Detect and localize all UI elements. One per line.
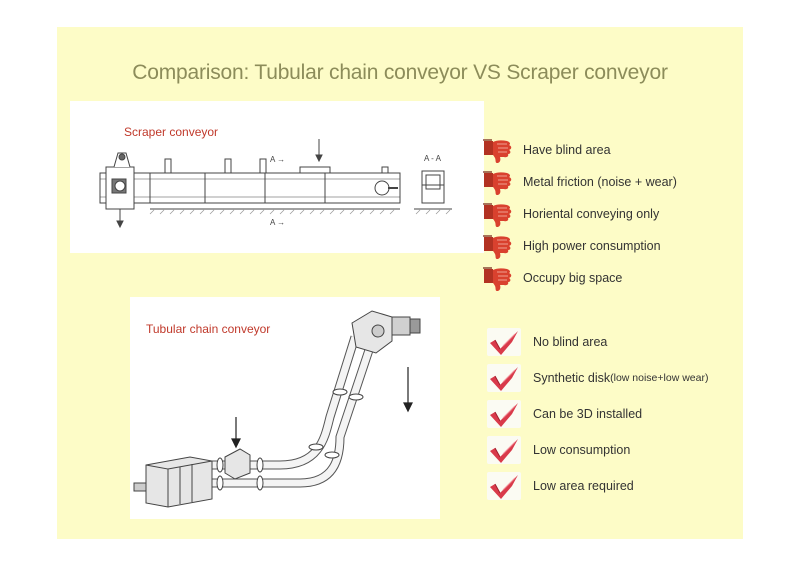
tubular-advantages-list: No blind area Synthetic disk (low noise+… <box>487 324 708 504</box>
list-item-note: (low noise+low wear) <box>610 372 709 384</box>
tubular-conveyor-panel: Tubular chain conveyor <box>130 297 440 519</box>
thumbs-down-icon <box>480 200 514 228</box>
list-item-text: High power consumption <box>523 239 661 253</box>
section-mark-top: A → <box>270 155 285 164</box>
list-item: Low consumption <box>487 432 708 468</box>
list-item: Metal friction (noise + wear) <box>480 166 677 198</box>
scraper-conveyor-label: Scraper conveyor <box>124 125 219 139</box>
list-item-text: Occupy big space <box>523 271 623 285</box>
list-item-text: Horiental conveying only <box>523 207 660 221</box>
check-mark-icon <box>487 400 521 428</box>
ground-hatch <box>149 209 451 215</box>
check-mark-icon <box>487 472 521 500</box>
list-item-text: Synthetic disk <box>533 371 611 385</box>
thumbs-down-icon <box>480 136 514 164</box>
thumbs-down-icon <box>480 264 514 292</box>
tubular-conveyor-label: Tubular chain conveyor <box>146 322 271 336</box>
tubular-conveyor-drawing <box>133 310 421 508</box>
list-item-text: Can be 3D installed <box>533 407 643 421</box>
slide-title: Comparison: Tubular chain conveyor VS Sc… <box>132 61 668 84</box>
section-mark-bottom: A → <box>270 218 285 227</box>
list-item: Occupy big space <box>480 262 677 294</box>
slide: Comparison: Tubular chain conveyor VS Sc… <box>57 27 743 539</box>
check-mark-icon <box>487 364 521 392</box>
check-mark-icon <box>487 328 521 356</box>
thumbs-down-icon <box>480 232 514 260</box>
list-item-text: Metal friction (noise + wear) <box>523 175 677 189</box>
thumbs-down-icon <box>480 168 514 196</box>
list-item-text: No blind area <box>533 335 608 349</box>
list-item-text: Low consumption <box>533 443 631 457</box>
list-item: Have blind area <box>480 134 677 166</box>
scraper-conveyor-panel: A → A → A - A Scraper conveyor <box>70 101 484 253</box>
list-item-text: Low area required <box>533 479 634 493</box>
section-view-label: A - A <box>424 154 442 163</box>
check-mark-icon <box>487 436 521 464</box>
list-item: No blind area <box>487 324 708 360</box>
list-item: Synthetic disk (low noise+low wear) <box>487 360 708 396</box>
list-item: High power consumption <box>480 230 677 262</box>
list-item: Horiental conveying only <box>480 198 677 230</box>
flow-arrows <box>231 367 413 449</box>
list-item-text: Have blind area <box>523 143 611 157</box>
scraper-conveyor-drawing: A → A → A - A <box>99 139 452 229</box>
scraper-disadvantages-list: Have blind area Metal friction (noise + … <box>480 134 677 294</box>
list-item: Can be 3D installed <box>487 396 708 432</box>
list-item: Low area required <box>487 468 708 504</box>
